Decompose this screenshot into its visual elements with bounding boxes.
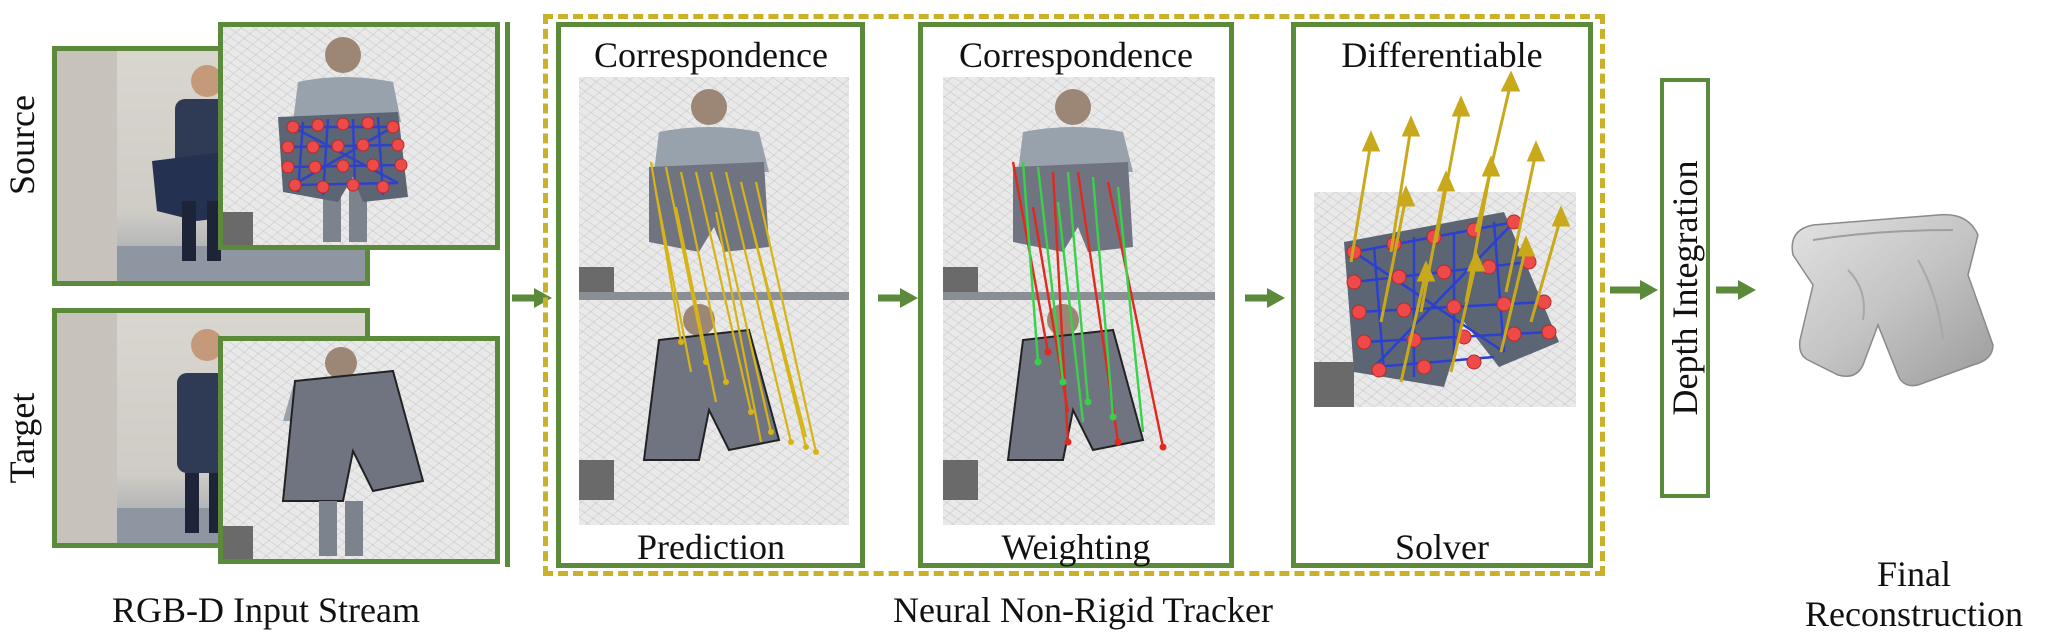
target-depth-frame bbox=[218, 336, 500, 564]
source-depth-frame bbox=[218, 22, 500, 250]
source-depth-photo bbox=[223, 27, 495, 245]
correspondence-prediction-subtitle: Prediction bbox=[637, 527, 785, 567]
solver-displacement-arrows bbox=[1349, 70, 1571, 383]
final-label-line2: Reconstruction bbox=[1805, 594, 2023, 634]
weighting-target-image bbox=[943, 300, 1215, 525]
depth-integration-label: Depth Integration bbox=[1665, 160, 1705, 416]
depth-integration-box: Depth Integration bbox=[1660, 78, 1710, 498]
differentiable-solver-panel: Differentiable bbox=[1291, 22, 1593, 568]
differentiable-solver-title: Differentiable bbox=[1341, 35, 1543, 75]
arrow-weighting-to-solver bbox=[1245, 288, 1285, 308]
weighting-match-lines bbox=[1011, 161, 1167, 451]
solver-image bbox=[1314, 192, 1576, 407]
correspondence-weighting-panel: Correspondence bbox=[918, 22, 1234, 568]
input-separator-bar bbox=[505, 22, 510, 567]
source-depth-graph bbox=[223, 37, 408, 245]
prediction-match-lines bbox=[649, 161, 819, 455]
target-depth-photo bbox=[223, 341, 495, 559]
correspondence-weighting-subtitle: Weighting bbox=[1001, 527, 1151, 567]
correspondence-prediction-panel: Correspondence Predic bbox=[556, 22, 865, 568]
arrow-solver-to-integration bbox=[1610, 280, 1658, 300]
row-label-target: Target bbox=[2, 392, 42, 484]
correspondence-weighting-title: Correspondence bbox=[959, 35, 1193, 75]
final-reconstruction-mesh bbox=[1791, 213, 1994, 387]
target-depth-shorts bbox=[223, 347, 425, 559]
final-label-line1: Final bbox=[1876, 554, 1952, 594]
tracker-dashed-boundary bbox=[543, 14, 1605, 576]
arrow-integration-to-final bbox=[1716, 280, 1756, 300]
weighting-source-image bbox=[943, 77, 1215, 300]
input-stage-caption: RGB-D Input Stream bbox=[112, 590, 420, 630]
tracker-caption: Neural Non-Rigid Tracker bbox=[893, 590, 1273, 630]
row-label-source: Source bbox=[2, 95, 42, 195]
correspondence-prediction-title: Correspondence bbox=[594, 35, 828, 75]
arrow-prediction-to-weighting bbox=[878, 288, 918, 308]
differentiable-solver-subtitle: Solver bbox=[1395, 527, 1489, 567]
